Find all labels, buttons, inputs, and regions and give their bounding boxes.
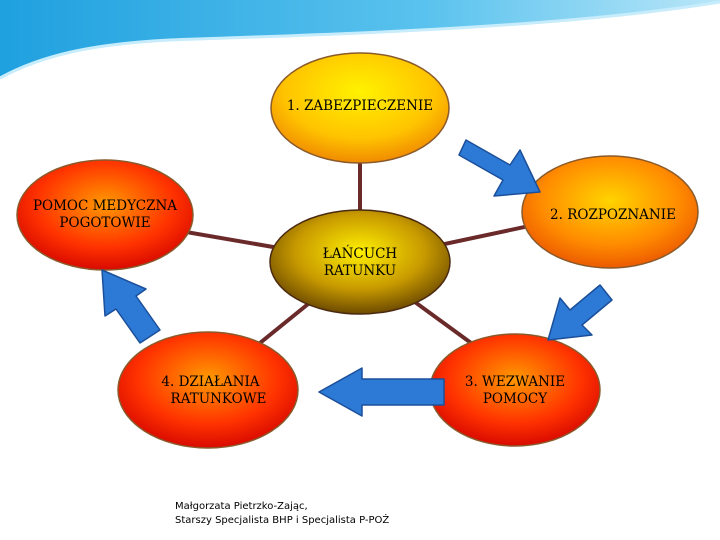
header-wave — [0, 0, 720, 80]
label-rozpoznanie-text: 2. ROZPOZNANIE — [550, 207, 676, 223]
label-lancuch-line1: ŁAŃCUCH — [322, 246, 398, 262]
arrow-dzialania-to-pomoc — [101, 269, 161, 344]
label-dzialania-line1: 4. DZIAŁANIA — [161, 374, 260, 390]
footer-line1: Małgorzata Pietrzko-Zając, — [175, 501, 308, 512]
label-dzialania-line2: RATUNKOWE — [170, 391, 267, 407]
label-wezwanie-line2: POMOCY — [482, 391, 548, 407]
label-dzialania-ratunkowe: 4. DZIAŁANIA RATUNKOWE — [128, 374, 293, 408]
footer-line2: Starszy Specjalista BHP i Specjalista P-… — [175, 515, 390, 526]
arrow-zabezpieczenie-to-rozpoznanie — [458, 139, 541, 197]
label-wezwanie-line1: 3. WEZWANIE — [464, 374, 566, 390]
label-zabezpieczenie: 1. ZABEZPIECZENIE — [271, 98, 449, 115]
node-rozpoznanie — [521, 155, 699, 269]
label-zabezpieczenie-text: 1. ZABEZPIECZENIE — [286, 98, 434, 114]
node-zabezpieczenie — [270, 52, 450, 164]
label-lancuch-ratunku: ŁAŃCUCH RATUNKU — [290, 246, 430, 280]
arrow-rozpoznanie-to-wezwanie — [547, 284, 613, 341]
node-pomoc-medyczna — [16, 159, 194, 271]
arrow-wezwanie-to-dzialania — [318, 367, 445, 417]
label-rozpoznanie: 2. ROZPOZNANIE — [538, 207, 688, 224]
node-dzialania-ratunkowe — [117, 331, 299, 449]
label-pomoc-line1: POMOC MEDYCZNA — [32, 198, 178, 214]
label-pomoc-medyczna: POMOC MEDYCZNA POGOTOWIE — [20, 198, 190, 232]
label-lancuch-line2: RATUNKU — [323, 263, 397, 279]
label-pomoc-line2: POGOTOWIE — [59, 215, 151, 231]
author-footer: Małgorzata Pietrzko-Zając, Starszy Specj… — [175, 500, 389, 528]
label-wezwanie-pomocy: 3. WEZWANIE POMOCY — [445, 374, 585, 408]
node-lancuch-ratunku — [269, 209, 451, 315]
